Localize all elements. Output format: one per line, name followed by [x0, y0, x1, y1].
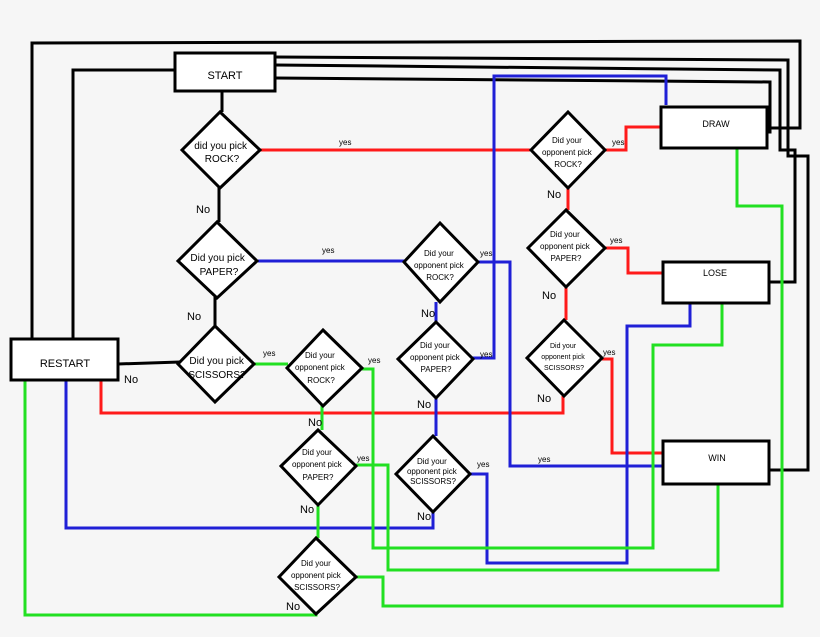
- label-paper-yes: yes: [322, 246, 334, 255]
- svg-text:WIN: WIN: [708, 453, 726, 463]
- edge-restart-to-scissors: [117, 360, 181, 366]
- c-opponent-rock-decision: Did your opponent pick ROCK?: [528, 109, 608, 191]
- label-b-rock-no: No: [421, 308, 435, 320]
- edge-b-scissors-no: [64, 380, 435, 530]
- c-opponent-paper-decision: Did your opponent pick PAPER?: [525, 207, 608, 290]
- label-c-scissors-no: No: [537, 393, 551, 405]
- edge-restart-inner-loop: [71, 68, 176, 338]
- edge-b-scissors-to-lose: [470, 302, 692, 565]
- svg-text:Did your opponent pick: Did your opponent pick PAPER?: [292, 448, 344, 482]
- label-a-scissors-no: No: [286, 601, 300, 613]
- edge-c-paper-to-lose: [605, 246, 663, 275]
- edge-a-rock-to-lose: [362, 302, 724, 550]
- pick-paper-decision: Did you pick PAPER?: [175, 219, 260, 301]
- label-rock-no: No: [196, 204, 210, 216]
- label-rock-yes: yes: [339, 138, 351, 147]
- svg-text:DRAW: DRAW: [702, 119, 730, 129]
- label-c-paper-no: No: [542, 290, 556, 302]
- svg-text:Did your opponent pick: Did your opponent pick SCISSORS?: [541, 343, 587, 372]
- label-c-scissors-yes: yes: [603, 348, 615, 357]
- svg-text:Did your opponent pick: Did your opponent pick ROCK?: [542, 136, 594, 169]
- svg-text:Did your opponent pick: Did your opponent pick SCISSORS?: [407, 457, 459, 486]
- label-c-rock-no: No: [547, 189, 561, 201]
- a-opponent-paper-decision: Did your opponent pick PAPER?: [278, 427, 359, 508]
- svg-text:Did your opponent pick: Did your opponent pick SCISSORS?: [291, 559, 343, 592]
- b-opponent-scissors-decision: Did your opponent pick SCISSORS?: [393, 433, 473, 515]
- label-a-rock-yes: yes: [368, 356, 380, 365]
- pick-scissors-decision: Did you pick SCISSORS?: [175, 323, 257, 405]
- label-a-paper-yes: yes: [357, 454, 369, 463]
- edge-c-scissors-no: [99, 378, 565, 415]
- draw-node: DRAW: [659, 105, 769, 150]
- label-b-scissors-yes: yes: [477, 460, 489, 469]
- b-opponent-rock-decision: Did your opponent pick ROCK?: [401, 220, 481, 305]
- edge-a-paper-to-win: [356, 463, 720, 572]
- a-opponent-scissors-decision: Did your opponent pick SCISSORS?: [276, 535, 359, 617]
- label-c-paper-yes: yes: [610, 236, 622, 245]
- label-b-rock-yes: yes: [480, 249, 492, 258]
- a-opponent-rock-decision: Did your opponent pick ROCK?: [284, 327, 365, 409]
- svg-text:Did you pick SCISSORS?: Did you pick SCISSORS?: [188, 356, 246, 381]
- c-opponent-scissors-decision: Did your opponent pick SCISSORS?: [524, 317, 605, 399]
- label-c-rock-yes: yes: [612, 138, 624, 147]
- edge-a-scissors-no: [23, 380, 318, 617]
- edge-b-paper-to-draw: [472, 74, 668, 360]
- label-paper-no: No: [187, 311, 201, 323]
- label-a-paper-no: No: [300, 504, 314, 516]
- svg-text:Did your opponent pick: Did your opponent pick PAPER?: [540, 230, 592, 263]
- label-b-paper-no: No: [417, 399, 431, 411]
- svg-text:Did your opponent pick: Did your opponent pick ROCK?: [295, 351, 347, 385]
- svg-text:Did your opponent pick: Did your opponent pick ROCK?: [414, 249, 466, 282]
- edge-c-rock-to-draw: [604, 125, 660, 152]
- label-a-rock-no: No: [308, 417, 322, 429]
- edge-a-scissors-to-draw: [356, 148, 784, 608]
- label-b-win-yes: yes: [538, 455, 550, 464]
- win-node: WIN: [661, 439, 771, 486]
- svg-text:did you pick ROCK?: did you pick ROCK?: [194, 141, 250, 165]
- svg-text:START: START: [207, 70, 242, 82]
- b-opponent-paper-decision: Did your opponent pick PAPER?: [395, 319, 476, 401]
- edge-start-loop-a: [274, 55, 810, 472]
- edge-start-loop-b: [274, 63, 797, 284]
- lose-node: LOSE: [661, 260, 771, 305]
- label-scissors-yes: yes: [263, 349, 275, 358]
- pick-rock-decision: did you pick ROCK?: [179, 109, 263, 191]
- label-restart-no: No: [124, 374, 138, 386]
- svg-text:Did your opponent pick: Did your opponent pick PAPER?: [410, 341, 462, 374]
- label-b-paper-yes: yes: [480, 350, 492, 359]
- svg-text:Did you pick PAPER?: Did you pick PAPER?: [190, 253, 247, 278]
- edge-c-scissors-to-win: [602, 357, 663, 455]
- svg-text:RESTART: RESTART: [40, 358, 91, 370]
- restart-node: RESTART: [9, 337, 120, 382]
- label-b-scissors-no: No: [417, 511, 431, 523]
- start-node: START: [173, 51, 277, 93]
- svg-text:LOSE: LOSE: [703, 268, 727, 278]
